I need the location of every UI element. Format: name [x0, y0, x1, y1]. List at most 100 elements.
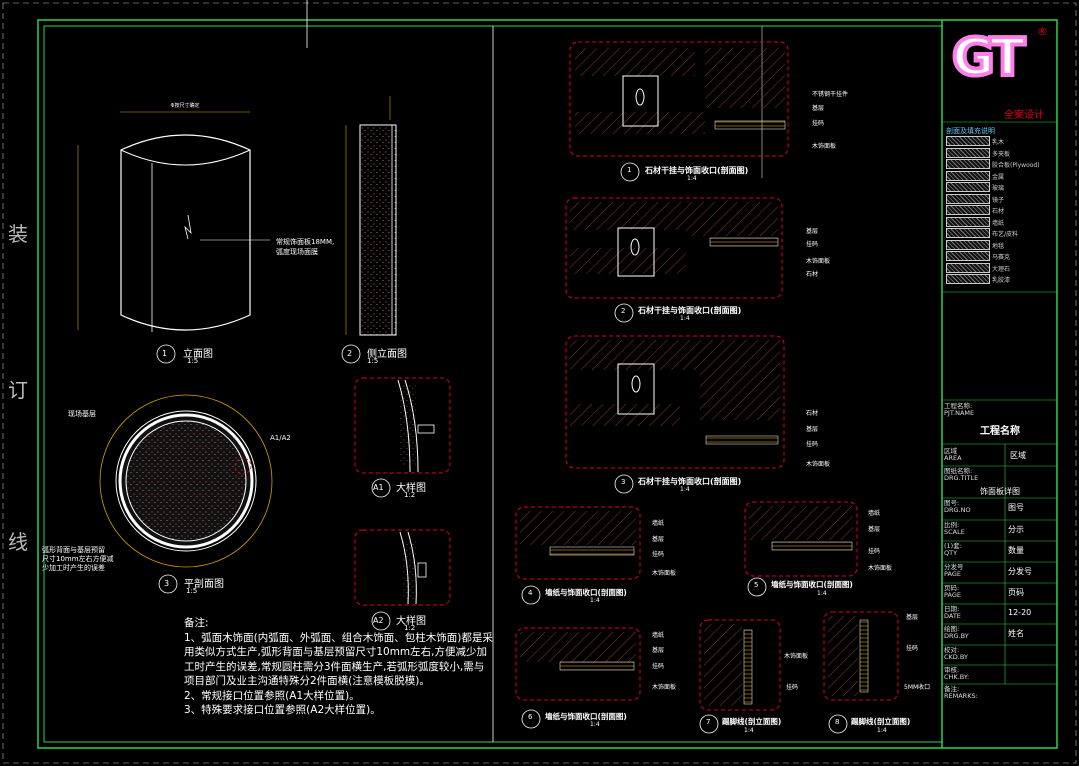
section-5-drawing — [744, 501, 858, 577]
num-cylinder: 1 — [162, 349, 168, 358]
legend-label: 胶合板(Plywood) — [992, 162, 1040, 169]
title-plan: 平剖面图 — [184, 579, 224, 590]
scale-a1: 1:2 — [404, 491, 416, 499]
plan-callout: A1/A2 — [270, 434, 291, 442]
sec3-label-3: 挂码 — [806, 441, 819, 448]
title-block-row-value: 12-20 — [1008, 608, 1032, 617]
title-sec-4: 墙纸与饰面收口(剖面图) — [545, 588, 627, 597]
scale-a2: 1:2 — [404, 624, 416, 632]
title-circles — [156, 162, 848, 734]
sec3-label-2: 基层 — [806, 426, 819, 433]
sec4-label-4: 木饰面板 — [652, 570, 677, 577]
sec5-label-4: 木饰面板 — [868, 565, 893, 572]
plan-label-top: 现场基层 — [68, 410, 96, 418]
num-plan: 3 — [164, 579, 170, 588]
sec7-label-2: 挂码 — [786, 684, 799, 691]
sec4-label-1: 墙纸 — [652, 520, 665, 527]
title-block-row-value: 分发号 — [1008, 567, 1032, 576]
num-sec-1: 1 — [627, 166, 632, 174]
sec6-label-1: 墙纸 — [652, 632, 665, 639]
side-label-xian: 线 — [8, 530, 28, 554]
title-side: 侧立面图 — [367, 349, 407, 360]
plan-label-bottom: 弧形背面与基层预留 尺寸10mm左右方便减 少加工时产生的误差 — [42, 546, 114, 572]
section-3-drawing — [565, 335, 785, 469]
sec2-label-3: 木饰面板 — [806, 258, 831, 265]
section-1-drawing — [569, 41, 789, 157]
legend-label: 马赛克 — [992, 254, 1011, 261]
legend-swatch — [946, 274, 990, 284]
title-block-row-value: 图号 — [1008, 503, 1024, 512]
legend-swatch — [946, 159, 990, 169]
legend-swatch — [946, 239, 990, 250]
title-sec-5: 墙纸与饰面收口(剖面图) — [771, 580, 853, 589]
legend-label: 乳胶漆 — [992, 277, 1011, 284]
project-value: 工程名称 — [980, 426, 1020, 437]
title-block-row-label: 分发号 PAGE — [944, 563, 964, 578]
sec1-label-2: 基层 — [812, 105, 825, 112]
sec8-label-2: 挂码 — [906, 645, 919, 652]
cylinder-elevation: Φ按尺寸确定 — [77, 102, 270, 332]
sec1-label-3: 挂码 — [812, 120, 825, 127]
notes-heading: 备注: — [184, 617, 209, 629]
legend-swatch — [946, 205, 990, 215]
drawing-title-value: 饰面板详图 — [980, 487, 1020, 496]
scale-sec-6: 1:4 — [590, 721, 600, 728]
scale-plan: 1:5 — [186, 587, 198, 595]
title-block-row-label: 比例: SCALE — [944, 521, 965, 536]
legend-swatch — [946, 262, 990, 273]
sec4-label-2: 基层 — [652, 536, 665, 543]
side-label-ding: 订 — [8, 378, 28, 402]
notes-item-1: 1、弧面木饰面(内弧面、外弧面、组合木饰面、包柱木饰面)都是采用类似方式生产,弧… — [184, 631, 493, 688]
num-sec-8: 8 — [835, 718, 840, 726]
legend-label: 多夹板 — [992, 150, 1011, 158]
title-a1: 大样图 — [396, 483, 426, 494]
section-4-drawing — [515, 506, 641, 580]
sec3-label-1: 石材 — [806, 410, 819, 417]
legend-swatch — [946, 147, 990, 158]
num-a1: A1 — [373, 483, 384, 492]
num-sec-4: 4 — [528, 589, 533, 597]
sec8-label-1: 基层 — [906, 614, 919, 621]
title-sec-2: 石材干挂与饰面收口(剖面图) — [638, 306, 742, 315]
notes-item-2: 2、常规接口位置参照(A1大样位置)。 — [184, 689, 360, 702]
section-7-drawing — [699, 619, 781, 711]
notes-block: 备注: 1、弧面木饰面(内弧面、外弧面、组合木饰面、包柱木饰面)都是采用类似方式… — [184, 616, 494, 718]
sec4-label-3: 挂码 — [652, 551, 665, 558]
num-side: 2 — [347, 349, 353, 358]
sec1-label-1: 不锈钢干挂件 — [812, 91, 849, 98]
legend-swatch — [946, 193, 990, 204]
legend-label: 玻璃 — [992, 185, 1005, 192]
scale-side: 1:5 — [367, 357, 379, 365]
sec6-label-2: 基层 — [652, 647, 665, 654]
sec1-label-4: 木饰面板 — [812, 143, 837, 150]
cylinder-label: 常规饰面板18MM,弧度现场面膜 — [276, 237, 334, 256]
plan-section — [99, 394, 273, 568]
num-sec-3: 3 — [621, 478, 626, 486]
area-value: 区域 — [1010, 451, 1026, 460]
title-sec-8: 踢脚线(剖立面图) — [851, 717, 911, 726]
num-sec-5: 5 — [754, 581, 759, 589]
svg-text:Φ按尺寸确定: Φ按尺寸确定 — [171, 102, 200, 109]
sec6-label-4: 木饰面板 — [652, 684, 677, 691]
title-block-row-value: 姓名 — [1008, 629, 1024, 638]
scale-cylinder: 1:5 — [187, 357, 199, 365]
scale-sec-1: 1:4 — [687, 175, 697, 182]
legend-label: 大理石 — [992, 265, 1011, 273]
title-block-row-value: 页码 — [1008, 588, 1024, 597]
title-sec-1: 石材干挂与饰面收口(剖面图) — [645, 166, 749, 175]
notes-item-3: 3、特殊要求接口位置参照(A2大样位置)。 — [184, 704, 381, 716]
section-8-drawing — [823, 611, 899, 701]
num-sec-7: 7 — [706, 718, 711, 726]
legend-swatch — [946, 136, 990, 146]
legend-label: 地毯 — [992, 242, 1005, 250]
sec7-label-1: 木饰面板 — [784, 653, 809, 660]
legend-label: 墙纸 — [992, 219, 1005, 227]
scale-sec-8: 1:4 — [877, 727, 887, 734]
title-sec-3: 石材干挂与饰面收口(剖面图) — [638, 477, 742, 486]
scale-sec-5: 1:4 — [817, 590, 827, 597]
section-6-drawing — [515, 627, 641, 701]
sec5-label-2: 基层 — [868, 526, 881, 533]
section-2-drawing — [565, 197, 783, 299]
title-sec-7: 踢脚线(剖立面图) — [722, 717, 782, 726]
